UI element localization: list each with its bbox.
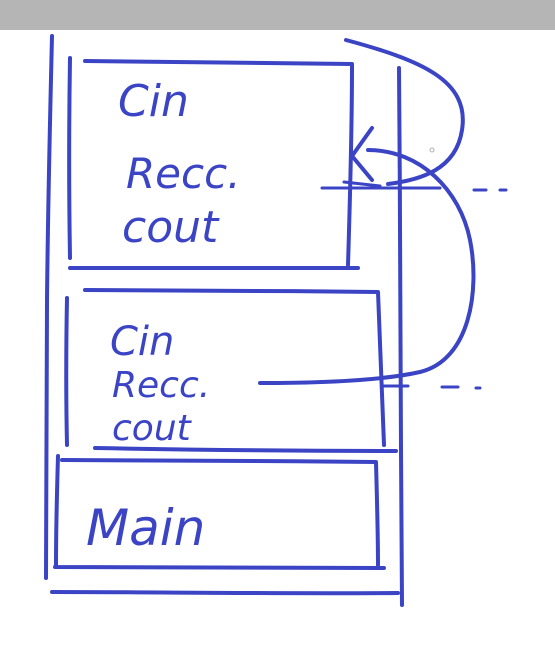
stray-dot (429, 147, 435, 153)
return-marker-mid (380, 384, 482, 390)
return-marker-top (320, 186, 508, 192)
frame-mid: Cin Recc. cout (64, 288, 398, 453)
stack-left-rail (44, 34, 54, 580)
frame-main: Main (53, 454, 386, 570)
stack-bottom-line (50, 590, 400, 596)
frame-top-cin-label: Cin (118, 76, 189, 127)
frame-top-cout-label: cout (122, 202, 220, 253)
frame-top-pointer (342, 180, 382, 188)
whiteboard-toolbar (0, 0, 555, 30)
frame-top-box (67, 56, 360, 271)
frame-mid-cout-label: cout (112, 408, 193, 449)
frame-top: Cin Recc. cout (67, 56, 360, 271)
frame-main-label: Main (86, 499, 205, 557)
call-arrow-main-to-top (344, 38, 465, 186)
recursion-arrow-mid-to-top (258, 126, 476, 385)
stack-right-rail (397, 66, 404, 607)
frame-main-box (53, 454, 386, 570)
frame-mid-box (64, 288, 398, 453)
frame-top-recc-label: Recc. (126, 149, 241, 198)
frame-mid-cin-label: Cin (110, 319, 174, 365)
frame-mid-recc-label: Recc. (112, 365, 210, 406)
